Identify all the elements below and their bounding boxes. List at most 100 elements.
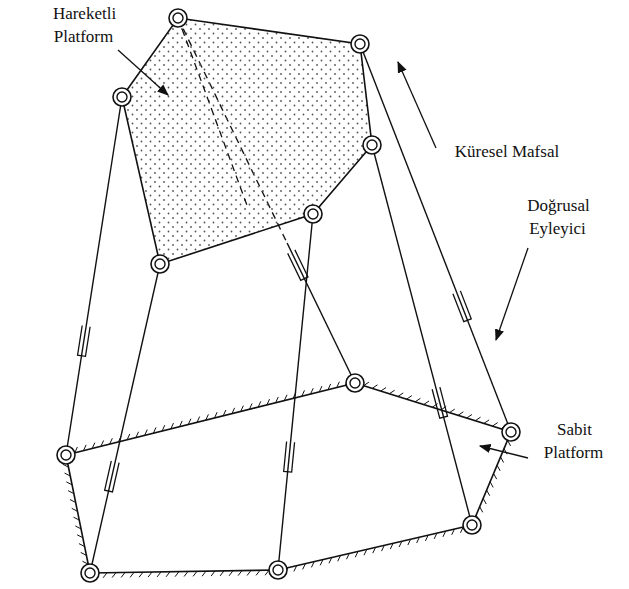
hatch-tick bbox=[294, 566, 297, 572]
hatch-tick bbox=[434, 533, 437, 539]
hatch-tick bbox=[398, 393, 403, 397]
hatch-tick bbox=[449, 409, 454, 413]
spherical-joint bbox=[169, 9, 187, 27]
hatch-tick bbox=[206, 414, 209, 420]
base-edge bbox=[66, 455, 90, 573]
hatch-tick bbox=[311, 562, 314, 568]
hatch-tick bbox=[258, 401, 261, 407]
hatch-tick bbox=[75, 526, 81, 529]
hatch-tick bbox=[110, 438, 113, 444]
hatch-tick bbox=[121, 572, 125, 577]
hatch-tick bbox=[329, 558, 332, 564]
hatch-tick bbox=[112, 573, 116, 578]
spherical-joint bbox=[304, 205, 322, 223]
callout-label: Sabit Platform bbox=[526, 418, 622, 464]
actuator-leg bbox=[66, 97, 122, 455]
hatch-tick bbox=[148, 572, 152, 577]
base-edge bbox=[472, 432, 511, 525]
spherical-joint bbox=[351, 35, 369, 53]
hatch-tick bbox=[381, 388, 386, 392]
hatch-tick bbox=[415, 398, 420, 402]
hatch-tick bbox=[65, 473, 71, 476]
linear-actuator-symbol bbox=[288, 250, 308, 280]
label-text: Hareketli Platform bbox=[52, 4, 116, 46]
hatch-tick bbox=[220, 571, 224, 576]
hatch-tick bbox=[247, 570, 251, 575]
hatch-tick bbox=[184, 571, 188, 576]
hatch-tick bbox=[501, 457, 504, 463]
hatch-tick bbox=[81, 552, 87, 555]
hatch-tick bbox=[320, 560, 323, 566]
hidden-leg bbox=[178, 18, 248, 208]
hatch-tick bbox=[407, 396, 412, 400]
hatch-tick bbox=[390, 543, 393, 549]
spherical-joint bbox=[151, 255, 169, 273]
hatch-tick bbox=[302, 390, 305, 396]
hatch-tick bbox=[276, 397, 279, 403]
hatch-tick bbox=[223, 410, 226, 416]
hatch-tick bbox=[66, 482, 72, 485]
hatch-tick bbox=[145, 430, 148, 436]
hatch-tick bbox=[238, 571, 242, 576]
spherical-joint bbox=[363, 136, 381, 154]
hatch-tick bbox=[166, 572, 170, 577]
base-edge bbox=[278, 525, 472, 570]
leader-arrow bbox=[496, 248, 528, 340]
base-edge bbox=[66, 383, 355, 455]
hatch-tick bbox=[303, 564, 306, 570]
hatch-tick bbox=[480, 507, 483, 513]
leader-arrow bbox=[398, 62, 436, 148]
label-text: Küresel Mafsal bbox=[454, 142, 560, 161]
hatch-tick bbox=[483, 498, 486, 504]
hatch-tick bbox=[197, 417, 200, 423]
hatch-tick bbox=[139, 572, 143, 577]
hatch-tick bbox=[130, 572, 134, 577]
actuator-leg bbox=[90, 264, 160, 573]
hatch-tick bbox=[492, 423, 497, 427]
spherical-joint bbox=[113, 88, 131, 106]
hatch-tick bbox=[452, 529, 455, 535]
hatch-tick bbox=[382, 545, 385, 551]
hatch-tick bbox=[337, 382, 340, 388]
moving-platform bbox=[122, 18, 372, 264]
hatch-tick bbox=[319, 386, 322, 392]
actuator-leg bbox=[360, 44, 511, 432]
hatch-tick bbox=[79, 544, 85, 547]
hatch-tick bbox=[494, 473, 497, 479]
hatch-tick bbox=[249, 403, 252, 409]
hatch-tick bbox=[162, 425, 165, 431]
hatch-tick bbox=[484, 420, 489, 424]
hatch-tick bbox=[389, 390, 394, 394]
hatch-tick bbox=[399, 541, 402, 547]
hatch-tick bbox=[70, 500, 76, 503]
hatch-tick bbox=[425, 535, 428, 541]
hatch-tick bbox=[284, 395, 287, 401]
hatch-tick bbox=[188, 419, 191, 425]
callout-label: Hareketli Platform bbox=[36, 2, 132, 48]
hatch-tick bbox=[372, 385, 377, 389]
hatch-tick bbox=[68, 491, 74, 494]
hatch-tick bbox=[214, 412, 217, 418]
hatch-tick bbox=[72, 508, 78, 511]
hatch-tick bbox=[328, 384, 331, 390]
hatch-tick bbox=[101, 440, 104, 446]
hatch-tick bbox=[467, 414, 472, 418]
hatch-tick bbox=[136, 432, 139, 438]
hatch-tick bbox=[229, 571, 233, 576]
hatch-tick bbox=[443, 531, 446, 537]
hatch-tick bbox=[417, 537, 420, 543]
callout-label: Küresel Mafsal bbox=[432, 140, 582, 163]
hatch-tick bbox=[74, 517, 80, 520]
hatch-tick bbox=[346, 553, 349, 559]
hatch-tick bbox=[408, 539, 411, 545]
spherical-joint bbox=[57, 446, 75, 464]
hatch-tick bbox=[175, 572, 179, 577]
hatch-tick bbox=[171, 423, 174, 429]
label-text: Sabit Platform bbox=[544, 420, 605, 462]
hatch-tick bbox=[267, 399, 270, 405]
spherical-joint bbox=[269, 561, 287, 579]
hatch-tick bbox=[103, 573, 107, 578]
hatch-tick bbox=[92, 443, 95, 449]
spherical-joint bbox=[502, 423, 520, 441]
